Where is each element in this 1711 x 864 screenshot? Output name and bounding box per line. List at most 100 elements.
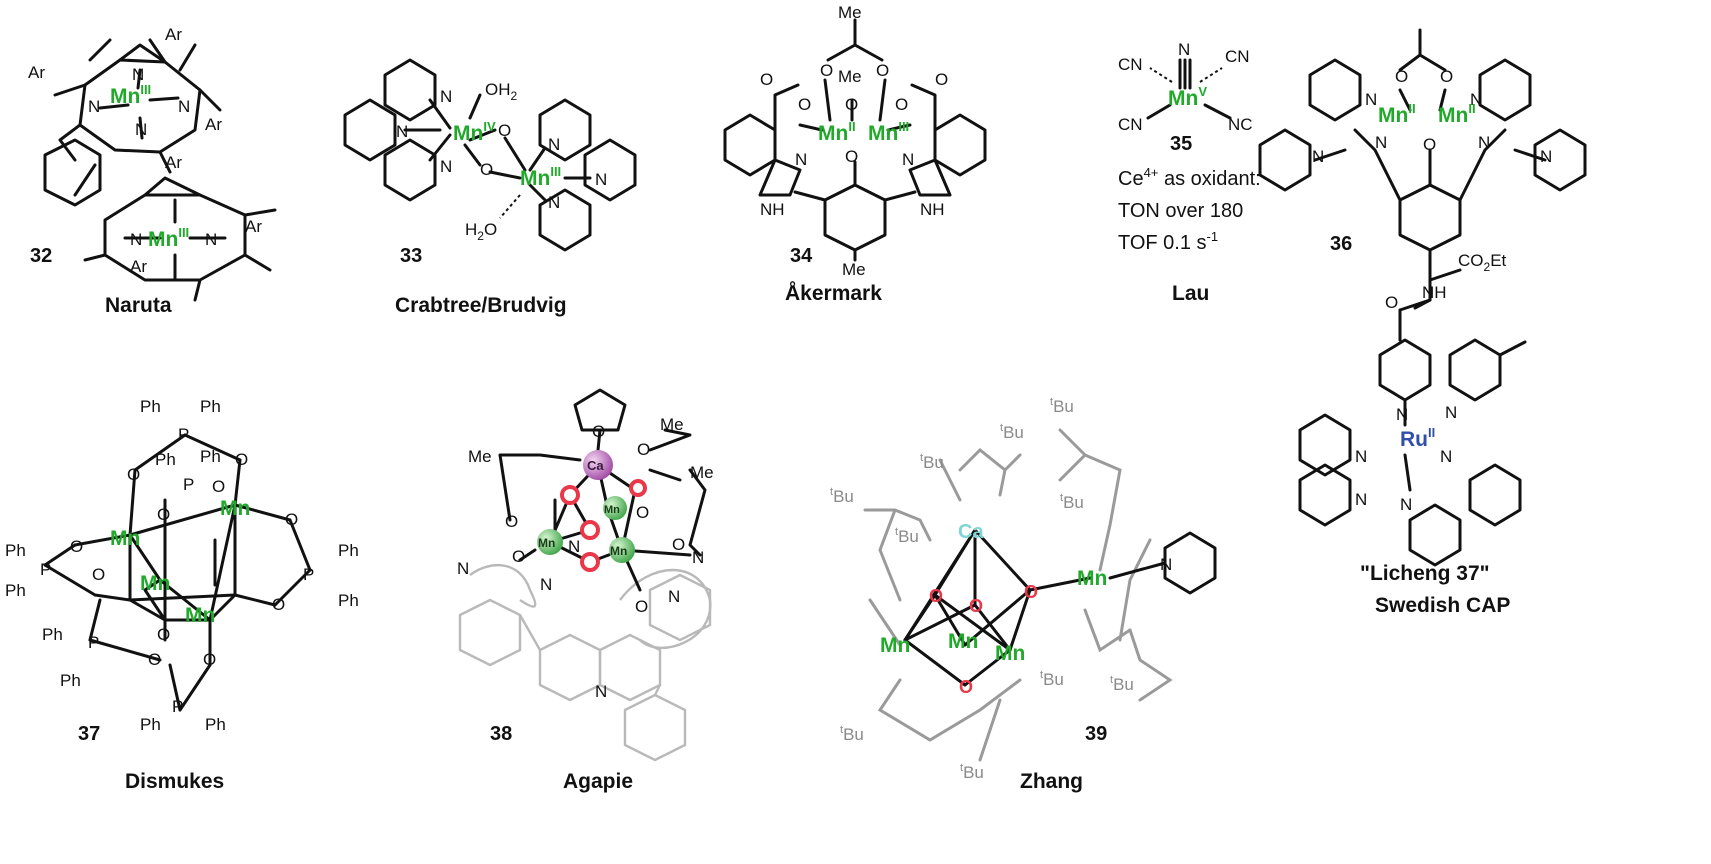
compound-35-lau: N CN CN CN NC MnV 35 Ce4+ as oxidant: TO… bbox=[1118, 40, 1261, 305]
manganese-label: Mn bbox=[995, 642, 1025, 665]
phosphorus-label: P bbox=[172, 697, 183, 716]
oxygen-label: O bbox=[157, 505, 170, 524]
compound-number: 35 bbox=[1170, 133, 1192, 155]
calcium-label: Ca bbox=[958, 521, 984, 543]
phenyl-label: Ph bbox=[140, 715, 161, 734]
nitrido-cyanide-bonds bbox=[1146, 58, 1232, 120]
manganese-label: Mn bbox=[610, 544, 627, 558]
water-label: H2O bbox=[465, 220, 497, 243]
author-label: "Licheng 37" bbox=[1360, 562, 1490, 585]
oxo-label: O bbox=[959, 677, 973, 697]
calcium-label: Ca bbox=[587, 458, 604, 473]
aryl-label: Ar bbox=[245, 217, 262, 236]
manganese-label: Mn bbox=[1077, 567, 1107, 590]
benzimidazole-left bbox=[723, 83, 824, 197]
manganese-label: Mn bbox=[538, 536, 555, 550]
dinuclear-mn-core bbox=[1258, 28, 1587, 312]
oxo-label: O bbox=[929, 586, 943, 606]
nitrogen-label: N bbox=[1178, 40, 1190, 59]
nitrogen-label: N bbox=[548, 193, 560, 212]
nitrogen-label: N bbox=[457, 559, 469, 578]
phosphorus-label: P bbox=[88, 633, 99, 652]
methyl-label: Me bbox=[842, 260, 866, 279]
nitrogen-label: N bbox=[568, 537, 580, 556]
oxidant-note: Ce4+ as oxidant: bbox=[1118, 165, 1261, 190]
cyanide-label: CN bbox=[1118, 115, 1143, 134]
manganese-label: MnII bbox=[1438, 101, 1476, 127]
oxygen-label: O bbox=[148, 650, 161, 669]
tert-butyl-label: tBu bbox=[1110, 674, 1134, 694]
compound-number: 37 bbox=[78, 723, 100, 745]
oxygen-label: O bbox=[285, 510, 298, 529]
porphyrin-bottom bbox=[83, 176, 277, 302]
oxygen-label: O bbox=[272, 595, 285, 614]
methyl-label: Me bbox=[468, 447, 492, 466]
mn4o4-cubane bbox=[128, 498, 237, 642]
oxygen-label: O bbox=[203, 650, 216, 669]
methyl-label: Me bbox=[838, 67, 862, 86]
nitrogen-label: N bbox=[1355, 447, 1367, 466]
oxygen-label: O bbox=[672, 535, 685, 554]
phenyl-label: Ph bbox=[155, 450, 176, 469]
manganese-label: MnIII bbox=[110, 82, 151, 108]
phosphorus-label: P bbox=[303, 565, 314, 584]
mn-coordination bbox=[403, 93, 527, 180]
tof-note: TOF 0.1 s-1 bbox=[1118, 229, 1218, 254]
methyl-label: Me bbox=[838, 3, 862, 22]
phenyl-label: Ph bbox=[5, 581, 26, 600]
aryl-label: Ar bbox=[165, 153, 182, 172]
manganese-sphere bbox=[603, 496, 627, 520]
phosphorus-label: P bbox=[178, 425, 189, 444]
tert-butyl-label: tBu bbox=[1000, 422, 1024, 442]
oxygen-label: O bbox=[1423, 135, 1436, 154]
nitrogen-label: N bbox=[540, 575, 552, 594]
phenyl-label: Ph bbox=[338, 591, 359, 610]
calcium-sphere bbox=[583, 450, 613, 480]
hashed-bonds bbox=[1149, 67, 1223, 83]
author-label: Swedish CAP bbox=[1375, 594, 1510, 617]
manganese-sphere bbox=[609, 537, 635, 563]
manganese-label: MnII bbox=[818, 119, 856, 145]
phenyl-label: Ph bbox=[338, 541, 359, 560]
ca-mn-oxo-cluster bbox=[903, 528, 1167, 687]
manganese-label: Mn bbox=[140, 572, 170, 595]
phosphorus-label: P bbox=[183, 475, 194, 494]
oxo-label: O bbox=[969, 596, 983, 616]
nitrogen-label: N bbox=[1400, 495, 1412, 514]
oxygen-label: O bbox=[845, 147, 858, 166]
oxygen-label: O bbox=[512, 547, 525, 566]
oxygen-label: O bbox=[636, 503, 649, 522]
tert-butyl-label: tBu bbox=[960, 762, 984, 782]
author-label: Naruta bbox=[105, 294, 172, 317]
manganese-label: MnV bbox=[1168, 84, 1207, 110]
tert-butyl-label: tBu bbox=[920, 452, 944, 472]
oxygen-label: O bbox=[592, 422, 605, 441]
compound-36-licheng: N N N N N N O O O MnII MnII CO2Et O NH N… bbox=[1258, 28, 1587, 617]
nitrogen-label: N bbox=[1355, 490, 1367, 509]
manganese-label: MnIII bbox=[868, 119, 909, 145]
nitrogen-label: N bbox=[1440, 447, 1452, 466]
compound-number: 33 bbox=[400, 245, 422, 267]
nitrogen-label: N bbox=[1375, 133, 1387, 152]
ton-note: TON over 180 bbox=[1118, 200, 1243, 222]
tert-butyl-label: tBu bbox=[1050, 396, 1074, 416]
manganese-label: Mn bbox=[220, 497, 250, 520]
oxo-sphere bbox=[629, 479, 647, 497]
ruthenium-label: RuII bbox=[1400, 425, 1435, 451]
tert-butyl-label: tBu bbox=[840, 724, 864, 744]
methyl-label: Me bbox=[690, 463, 714, 482]
author-label: Agapie bbox=[563, 770, 633, 793]
aryl-label: Ar bbox=[205, 115, 222, 134]
phosphinate-bridges bbox=[43, 433, 312, 712]
manganese-label: Mn bbox=[880, 634, 910, 657]
oxygen-label: O bbox=[498, 121, 511, 140]
oxo-label: O bbox=[1024, 582, 1038, 602]
cyanide-label: NC bbox=[1228, 115, 1253, 134]
phenyl-label: Ph bbox=[200, 397, 221, 416]
tert-butyl-label: tBu bbox=[1060, 492, 1084, 512]
acetate-bridge bbox=[823, 18, 887, 122]
oxygen-label: O bbox=[1395, 67, 1408, 86]
compound-32-naruta: Ar Ar Ar Ar Ar Ar N N N N N N MnIII MnII… bbox=[28, 25, 277, 317]
nitrogen-label: N bbox=[135, 120, 147, 139]
tert-butyl-label: tBu bbox=[830, 486, 854, 506]
